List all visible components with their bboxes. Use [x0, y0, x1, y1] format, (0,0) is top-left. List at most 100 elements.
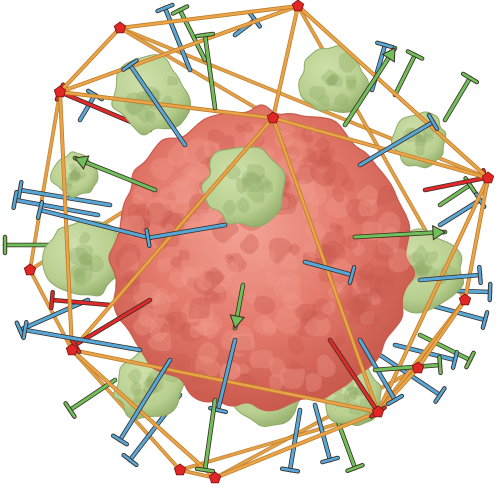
fiber-spike [417, 264, 483, 286]
core-texture [114, 243, 141, 270]
core-texture [352, 293, 373, 313]
core-texture [149, 317, 170, 343]
spike-cap [406, 50, 424, 60]
core-texture [345, 292, 372, 317]
core-texture [193, 272, 215, 296]
core-texture [302, 309, 319, 326]
spike-cap [488, 282, 492, 302]
spike-shaft [50, 298, 112, 307]
cage-vertex [113, 21, 127, 34]
surface-protein-clusters-front [201, 146, 286, 228]
core-texture [294, 303, 316, 321]
knob-texture [77, 171, 87, 179]
spike-cap [346, 463, 364, 473]
spike-cap [280, 467, 300, 473]
core-texture [317, 354, 336, 378]
knob-texture [75, 244, 94, 266]
cage-vertex [371, 405, 385, 418]
spike-shaft [216, 338, 237, 412]
core-texture [358, 311, 374, 326]
core-texture [167, 292, 178, 303]
core-texture [212, 258, 240, 281]
core-texture [351, 279, 371, 301]
core-texture [195, 355, 221, 378]
knob-texture [320, 69, 339, 87]
cage-edge [213, 410, 380, 480]
core-texture [358, 199, 378, 217]
core-texture [181, 265, 208, 290]
knob-texture [257, 174, 272, 189]
core-texture [274, 305, 301, 335]
core-texture [320, 231, 346, 259]
spike-cap [122, 453, 138, 467]
knob-texture [345, 75, 357, 89]
cage-edge [58, 4, 300, 94]
core-texture [232, 325, 256, 351]
knob-texture [347, 390, 358, 400]
core-texture [140, 219, 151, 230]
spike-cap [481, 310, 489, 330]
spike-cap [195, 467, 215, 473]
core-texture [374, 241, 395, 261]
cage-edge [271, 4, 300, 120]
spike-cap [50, 290, 54, 310]
knob-texture [124, 92, 146, 115]
cage-vertex [53, 85, 67, 98]
knob-texture [89, 254, 104, 273]
core-texture [197, 341, 219, 365]
knob-texture [415, 145, 425, 156]
knob-texture [70, 264, 85, 278]
knob-texture [411, 244, 429, 265]
core-texture [321, 300, 336, 316]
fiber-spike [442, 71, 480, 123]
fiber-spike [302, 259, 357, 285]
spike-shaft [303, 260, 354, 277]
core-texture [147, 202, 173, 226]
spike-shaft [203, 398, 217, 472]
core-texture [357, 262, 375, 282]
core-texture [278, 252, 299, 271]
core-texture [188, 162, 210, 183]
fiber-spike [144, 222, 228, 249]
core-texture [319, 146, 336, 165]
spike-shaft [78, 93, 97, 122]
cage-vertex [208, 471, 222, 484]
spike-cap [64, 402, 76, 418]
core-texture [168, 179, 192, 205]
knob-texture [127, 368, 142, 385]
fiber-spike [121, 58, 188, 148]
core-texture [287, 335, 304, 355]
core-texture [241, 372, 256, 387]
knob-texture [346, 79, 357, 92]
core-texture [253, 295, 276, 315]
spike-cap [427, 113, 439, 131]
core-texture [236, 363, 251, 375]
spike-shaft [358, 120, 435, 167]
core-texture [300, 127, 314, 144]
core-texture [347, 310, 362, 326]
core-texture [369, 285, 383, 299]
core-texture [207, 129, 225, 143]
knob-texture [325, 74, 338, 86]
cage-edge [70, 348, 217, 480]
knob-texture [415, 134, 427, 146]
fiber-spike [279, 407, 303, 474]
cage-edge [296, 4, 490, 180]
core-texture [329, 222, 342, 233]
spike-head [74, 155, 90, 170]
knob-texture [125, 100, 143, 117]
spike-cap [156, 3, 174, 13]
knob-texture [72, 166, 81, 175]
spike-cap [111, 434, 129, 446]
knob-texture [222, 199, 237, 216]
knob-texture [412, 258, 433, 274]
cage-edge [28, 90, 62, 272]
knob-texture [308, 85, 326, 101]
core-texture [300, 181, 327, 207]
spike-shaft [73, 156, 157, 192]
core-texture [345, 198, 372, 225]
fiber-spike [155, 2, 193, 73]
core-body [108, 104, 416, 412]
core-texture [208, 271, 233, 294]
core-texture [239, 233, 259, 255]
